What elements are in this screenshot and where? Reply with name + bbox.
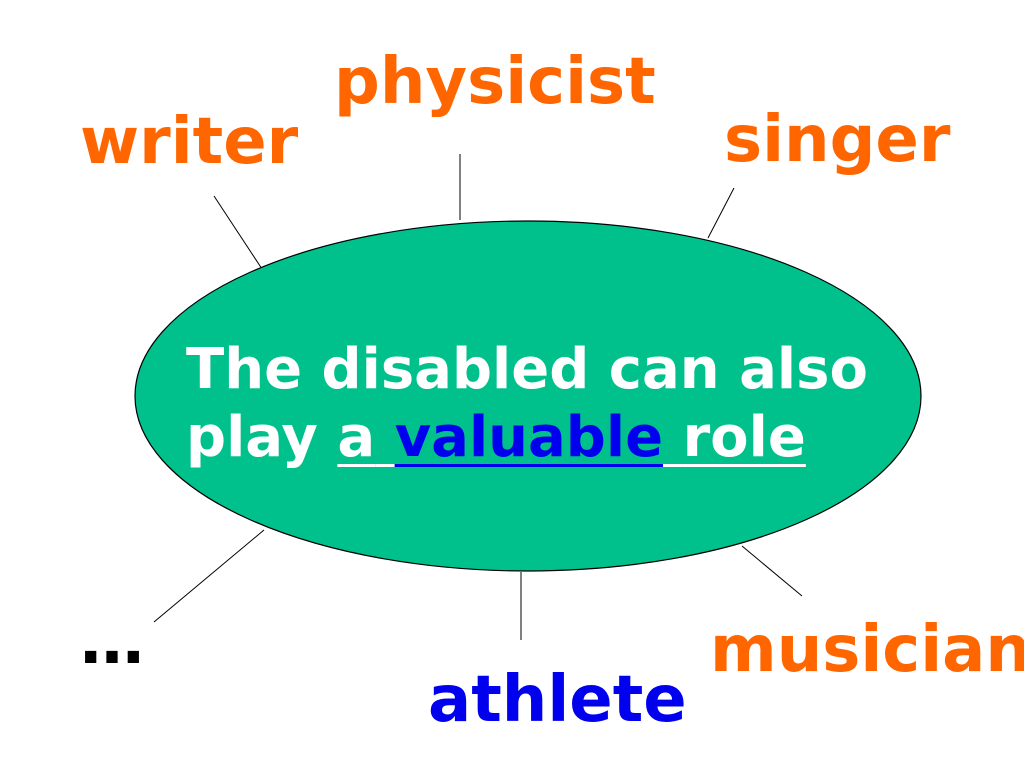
role-musician: musician <box>710 613 1024 687</box>
center-statement: The disabled can also play a valuable ro… <box>186 336 868 472</box>
connector-musician <box>741 545 803 597</box>
role-singer: singer <box>724 103 951 177</box>
center-keyword-valuable: valuable <box>394 405 664 470</box>
connector-more <box>153 529 265 623</box>
center-ellipse <box>134 220 922 572</box>
role-more-ellipsis: … <box>80 605 144 679</box>
center-play-word: play <box>186 405 318 470</box>
role-physicist: physicist <box>334 45 656 119</box>
connector-singer <box>707 187 735 239</box>
role-writer: writer <box>80 105 299 179</box>
center-line-2: play a valuable role <box>186 404 868 472</box>
center-article: a <box>337 405 376 470</box>
connector-writer <box>213 195 265 273</box>
center-line-1: The disabled can also <box>186 337 868 402</box>
center-underlined-a: a <box>337 405 394 470</box>
center-underlined-role: role <box>663 405 806 470</box>
center-role-word: role <box>682 405 806 470</box>
role-athlete: athlete <box>428 663 687 737</box>
